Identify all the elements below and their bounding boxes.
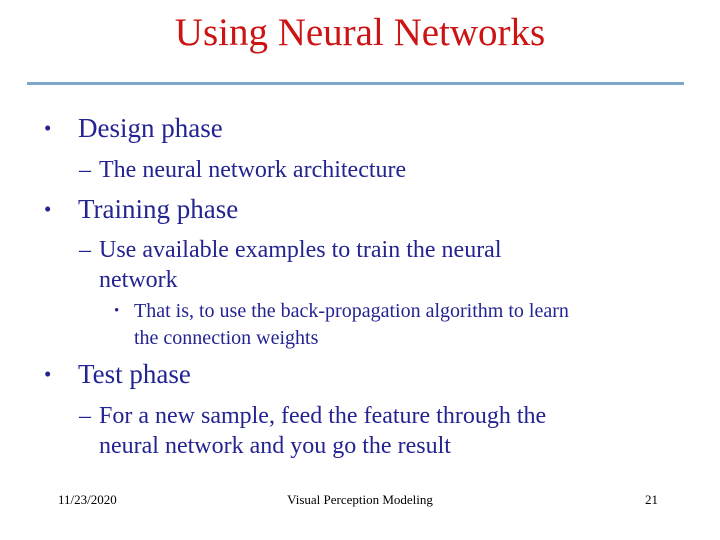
bullet-test-phase: • Test phase (44, 358, 191, 390)
dash-icon: – (79, 237, 91, 263)
sub-bullet-new-sample: – For a new sample, feed the feature thr… (79, 401, 546, 461)
footer-title: Visual Perception Modeling (287, 492, 433, 507)
bullet-text: Design phase (78, 113, 223, 143)
bullet-text-line: network (99, 267, 178, 293)
dash-icon: – (79, 403, 91, 429)
bullet-design-phase: • Design phase (44, 112, 223, 144)
bullet-text-line: That is, to use the back-propagation alg… (134, 300, 569, 322)
bullet-training-phase: • Training phase (44, 193, 238, 225)
bullet-dot-icon: • (44, 197, 52, 221)
sub-bullet-use-examples: – Use available examples to train the ne… (79, 235, 502, 295)
sub-bullet-architecture: – The neural network architecture (79, 155, 406, 185)
sub-sub-bullet-backpropagation: • That is, to use the back-propagation a… (114, 298, 569, 352)
footer-date: 11/23/2020 (58, 492, 117, 507)
bullet-dot-icon: • (44, 362, 52, 386)
bullet-text: The neural network architecture (99, 157, 407, 183)
bullet-text-line: For a new sample, feed the feature throu… (99, 403, 547, 429)
title-divider-line (27, 82, 684, 85)
bullet-text: Training phase (78, 194, 239, 224)
bullet-dot-icon: • (114, 303, 120, 319)
bullet-text: Test phase (78, 359, 191, 389)
dash-icon: – (79, 157, 91, 183)
slide-title: Using Neural Networks (174, 11, 546, 54)
bullet-text-line: neural network and you go the result (99, 433, 451, 459)
bullet-text-line: Use available examples to train the neur… (99, 237, 502, 263)
bullet-dot-icon: • (44, 116, 52, 140)
footer-page-number: 21 (645, 492, 658, 507)
bullet-text-line: the connection weights (134, 327, 319, 349)
